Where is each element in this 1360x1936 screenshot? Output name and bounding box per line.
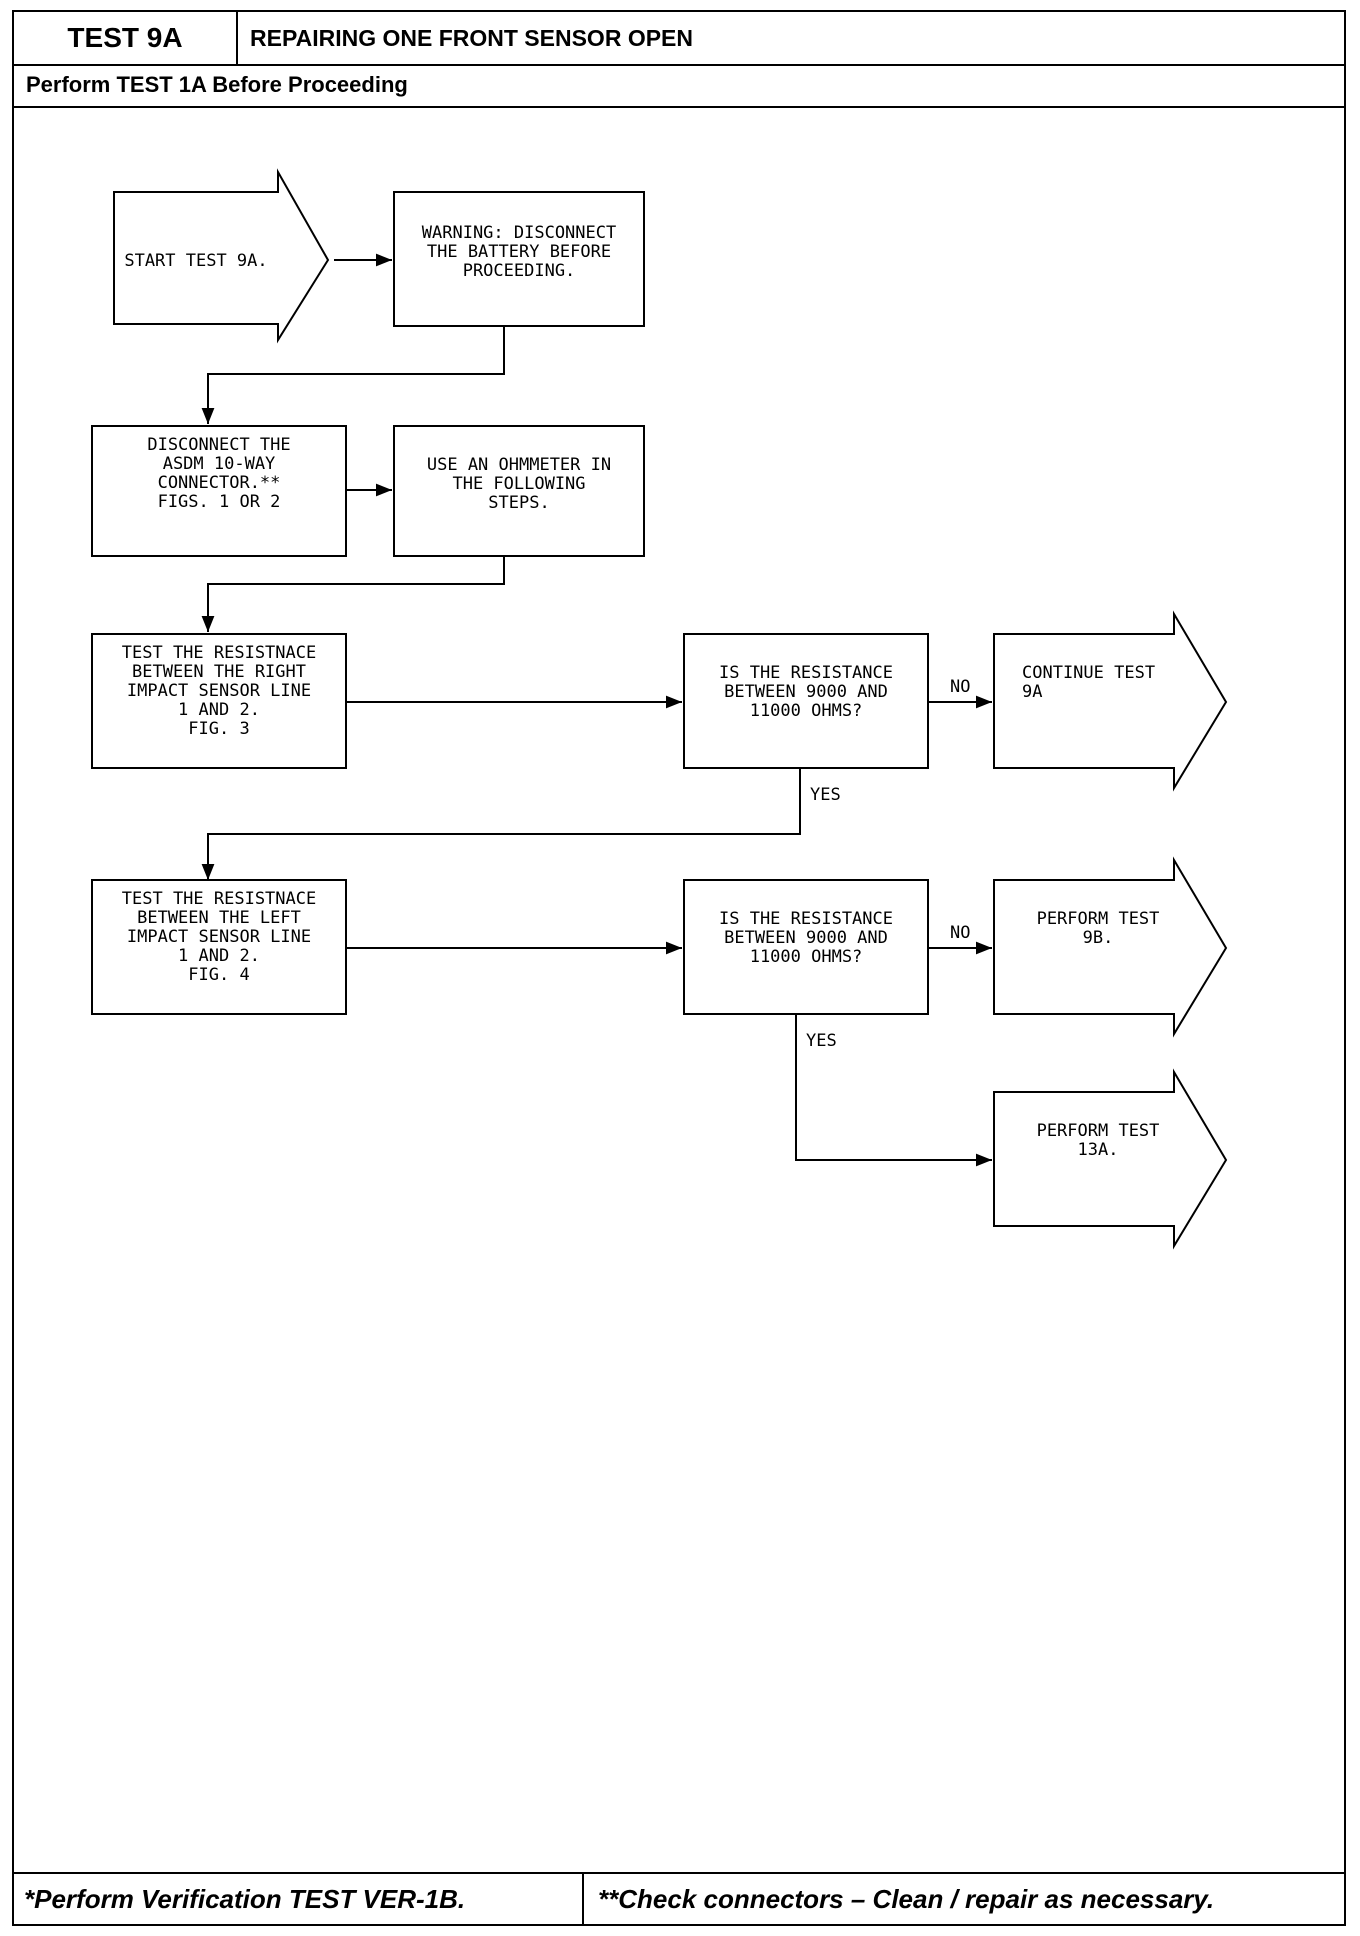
node-text-line: FIGS. 1 OR 2 (158, 492, 281, 512)
perform-13a-shape (993, 1068, 1228, 1250)
node-text-line: THE BATTERY BEFORE (427, 242, 611, 262)
node-text-line: FIG. 4 (188, 965, 249, 985)
node-text-line: BETWEEN THE RIGHT (132, 662, 306, 682)
arrow-yes-to-13a (795, 1014, 992, 1167)
arrow-warning-to-disconnect (201, 326, 505, 424)
node-text-line: WARNING: DISCONNECT (422, 223, 616, 243)
no-label-left: NO (950, 923, 970, 943)
test-id: TEST 9A (14, 12, 238, 64)
verification-note: *Perform Verification TEST VER-1B. (14, 1874, 584, 1924)
continue-9a-shape (993, 610, 1228, 792)
node-text-line: 1 AND 2. (178, 946, 260, 966)
node-text-line: TEST THE RESISTNACE (122, 889, 316, 909)
node-text-line: TEST THE RESISTNACE (122, 643, 316, 663)
prerequisite-note: Perform TEST 1A Before Proceeding (14, 64, 1344, 108)
connectors-note: **Check connectors – Clean / repair as n… (598, 1883, 1215, 1914)
test-title: REPAIRING ONE FRONT SENSOR OPEN (250, 24, 694, 51)
yes-label-right: YES (810, 785, 841, 805)
node-text-line: BETWEEN THE LEFT (137, 908, 301, 928)
node-text-line: IS THE RESISTANCE (719, 909, 893, 929)
header-row: TEST 9A REPAIRING ONE FRONT SENSOR OPEN (14, 12, 1344, 66)
node-text-line: 9B. (1083, 928, 1114, 948)
question-left-box (683, 879, 929, 1015)
node-text-line: IMPACT SENSOR LINE (127, 927, 311, 947)
start-text: START TEST 9A. (124, 251, 267, 271)
connectors (201, 253, 992, 1167)
node-text-line: 13A. (1078, 1140, 1119, 1160)
node-text-line: DISCONNECT THE (147, 435, 290, 455)
node-text-line: ASDM 10-WAY (163, 454, 276, 474)
node-text-line: USE AN OHMMETER IN (427, 455, 611, 475)
start-node: START TEST 9A. (113, 168, 330, 344)
node-text-line: PERFORM TEST (1037, 1121, 1160, 1141)
node-text-line: FIG. 3 (188, 719, 249, 739)
warning-box (393, 191, 645, 327)
footer: *Perform Verification TEST VER-1B. **Che… (14, 1872, 1344, 1924)
arrow-ohmmeter-to-test-right (201, 556, 505, 632)
yes-label-left: YES (806, 1031, 837, 1051)
node-text-line: CONTINUE TEST (1022, 663, 1155, 683)
node-text-line: 11000 OHMS? (750, 947, 863, 967)
ohmmeter-box (393, 425, 645, 557)
test-right-box (91, 633, 347, 769)
no-label-right: NO (950, 677, 970, 697)
node-text-line: PROCEEDING. (463, 261, 576, 281)
node-text-line: STEPS. (488, 493, 549, 513)
perform-9b-shape (993, 856, 1228, 1038)
node-text-line: CONNECTOR.** (158, 473, 281, 493)
test-page: TEST 9A REPAIRING ONE FRONT SENSOR OPEN … (12, 10, 1346, 1926)
node-text-line: 1 AND 2. (178, 700, 260, 720)
node-text-line: PERFORM TEST (1037, 909, 1160, 929)
node-text-line: THE FOLLOWING (452, 474, 585, 494)
node-text-line: IMPACT SENSOR LINE (127, 681, 311, 701)
question-right-box (683, 633, 929, 769)
node-text-line: 9A (1022, 682, 1042, 702)
node-text-line: 11000 OHMS? (750, 701, 863, 721)
disconnect-box (91, 425, 347, 557)
node-text-line: BETWEEN 9000 AND (724, 682, 888, 702)
start-arrow-shape (113, 168, 330, 344)
test-left-box (91, 879, 347, 1015)
node-text-line: START TEST 9A. (124, 251, 267, 271)
arrow-yes-to-test-left (201, 768, 801, 880)
node-text-line: BETWEEN 9000 AND (724, 928, 888, 948)
node-text-line: IS THE RESISTANCE (719, 663, 893, 683)
